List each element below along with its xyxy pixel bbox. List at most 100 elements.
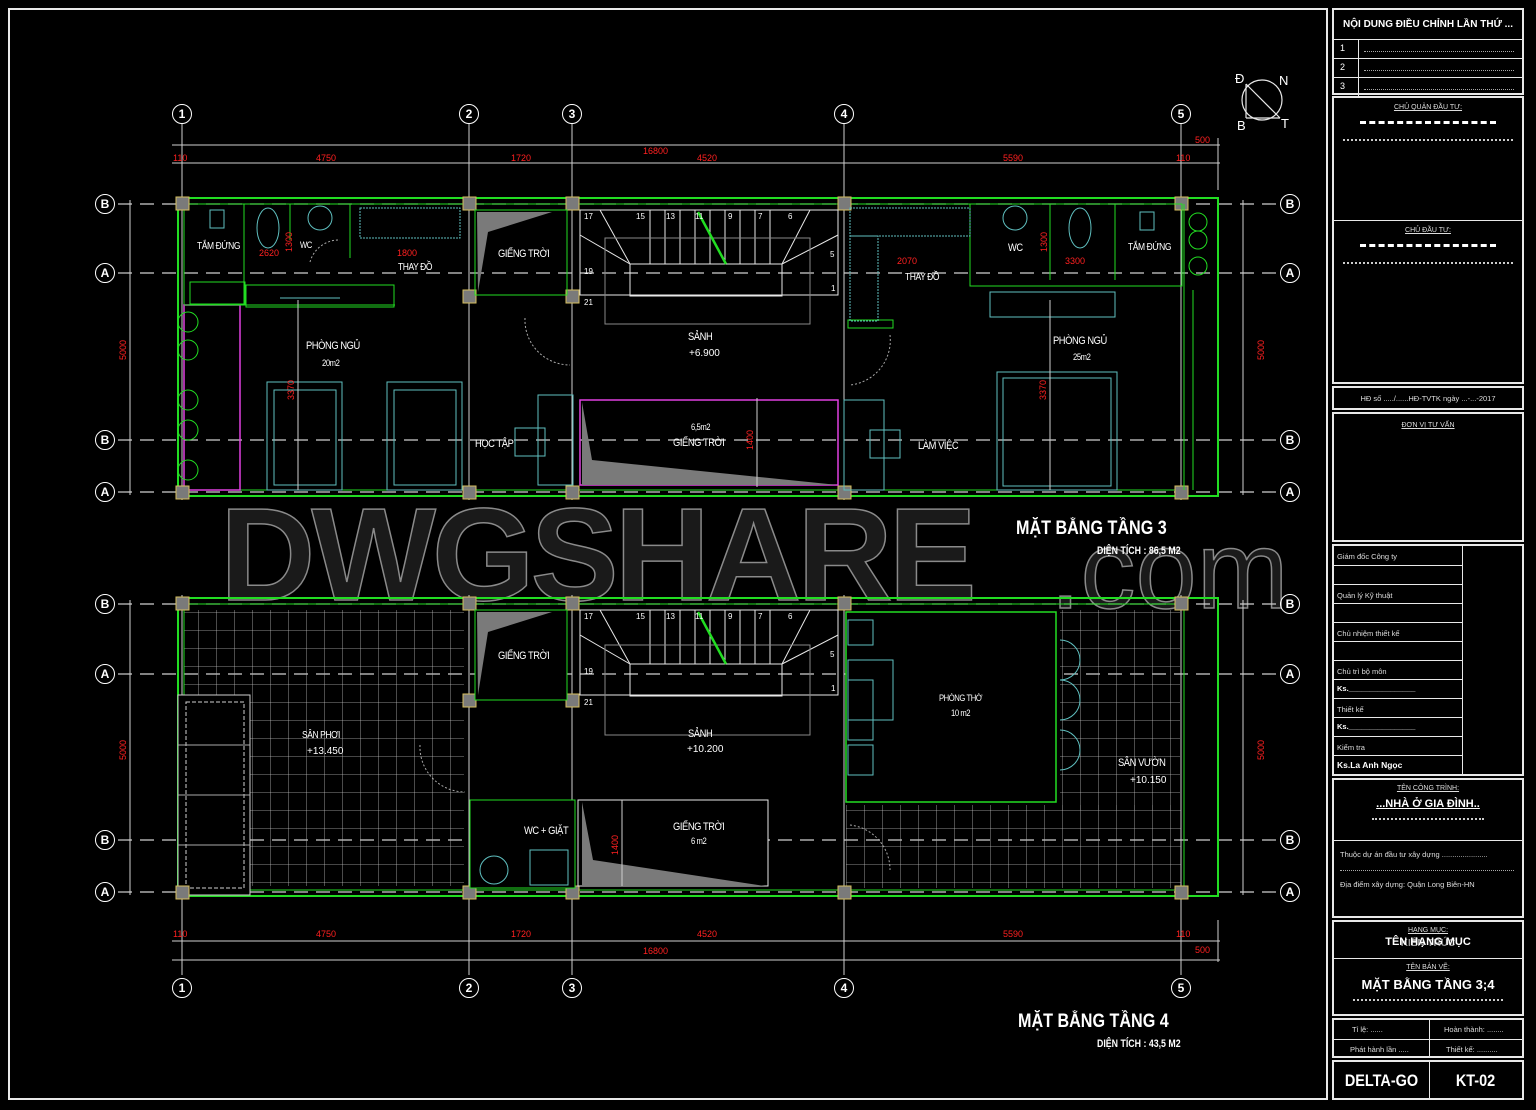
room-drying-yard: SÂN PHƠI [302, 730, 340, 741]
room-work: LÀM VIỆC [918, 440, 959, 452]
sig-name-designer: Ks.________________ [1334, 717, 1462, 736]
dim-4520: 4520 [697, 153, 718, 163]
meta-issue: Phát hành lần ..... [1350, 1045, 1409, 1054]
revision-number: 1 [1340, 43, 1346, 53]
dim-4750: 4750 [316, 153, 337, 163]
room-skylight-mid: GIẾNG TRỜI [673, 437, 725, 449]
dim-500-b: 500 [1195, 945, 1211, 955]
room-skylight-bottom: GIẾNG TRỜI [673, 821, 725, 833]
elevation-lobby-f3: +6.900 [689, 348, 720, 359]
compass-label-b: B [1237, 118, 1246, 133]
sig-role-checker: Kiểm tra [1334, 736, 1462, 755]
revision-row-2: 2 [1334, 58, 1522, 78]
sig-name-director [1334, 565, 1462, 584]
dim-2070: 2070 [897, 256, 918, 266]
grid-row-a2-f3-left: A [95, 482, 115, 502]
grid-row-b-f4-right: B [1280, 594, 1300, 614]
dim-500: 500 [1195, 135, 1211, 145]
dim-1720: 1720 [511, 153, 532, 163]
grid-row-b2-f4-right: B [1280, 830, 1300, 850]
dim-110-right-b: 110 [1176, 929, 1191, 939]
investor-manager-label: CHỦ QUẢN ĐẦU TƯ: [1393, 104, 1463, 111]
room-wc-right: WC [1008, 242, 1023, 254]
dim-5000-f4-left: 5000 [118, 739, 128, 760]
revisions-box: NỘI DUNG ĐIỀU CHỈNH LẦN THỨ ... 1 2 3 [1332, 8, 1524, 97]
consultant-box: ĐƠN VỊ TƯ VẤN [1332, 412, 1524, 542]
project-name: ...NHÀ Ở GIA ĐÌNH.. [1376, 798, 1480, 810]
compass-icon [1241, 79, 1283, 121]
project-label: TÊN CÔNG TRÌNH: [1396, 785, 1460, 792]
svg-text:DWGSHARE: DWGSHARE [220, 481, 973, 628]
dim-4520-b: 4520 [697, 929, 718, 939]
grid-row-b-f4-left: B [95, 594, 115, 614]
meta-box: Tỉ lệ: ...... Hoàn thành: ........ Phát … [1332, 1018, 1524, 1058]
sig-name-dept-head: Ks.________________ [1334, 679, 1462, 698]
grid-row-b2-f4-left: B [95, 830, 115, 850]
revision-number: 3 [1340, 81, 1346, 91]
dim-110-left-b: 110 [173, 929, 188, 939]
room-garden: SÂN VƯỜN [1118, 757, 1166, 769]
grid-row-a-f4-left: A [95, 664, 115, 684]
room-wc-left: WC [300, 240, 312, 250]
grid-row-b2-f3-left: B [95, 430, 115, 450]
room-skylight-mid-area: 6,5m2 [691, 422, 711, 432]
grid-col-1-bottom: 1 [172, 978, 192, 998]
dim-110-left: 110 [173, 153, 188, 163]
step-13-f4: 13 [666, 612, 675, 621]
grid-row-a-f3-right: A [1280, 263, 1300, 283]
room-bedroom-left: PHÒNG NGỦ [306, 340, 360, 352]
sig-role-tech-manager: Quản lý Kỹ thuật [1334, 584, 1462, 603]
room-dressing-left: THAY ĐỒ [398, 262, 433, 273]
room-bedroom-right: PHÒNG NGỦ [1053, 335, 1107, 347]
dim-1400-f4: 1400 [610, 834, 620, 855]
sig-role-designer: Thiết kế [1334, 698, 1462, 717]
grid-col-2-bottom: 2 [459, 978, 479, 998]
dim-1400-f3: 1400 [745, 429, 755, 450]
category-value: TÊN HẠNG MỤC KIẾN TRÚC [1334, 936, 1522, 950]
grid-row-a2-f3-right: A [1280, 482, 1300, 502]
elevation-drying-yard: +13.450 [307, 746, 344, 757]
revisions-header: NỘI DUNG ĐIỀU CHỈNH LẦN THỨ ... [1343, 19, 1513, 30]
dim-3370-left: 3370 [286, 379, 296, 400]
dim-5590-b: 5590 [1003, 929, 1024, 939]
compass-label-t: T [1281, 116, 1289, 131]
code-box: DELTA-GO KT-02 [1332, 1060, 1524, 1100]
dim-5000-f3-right: 5000 [1256, 339, 1266, 360]
investor-box: CHỦ QUẢN ĐẦU TƯ: CHỦ ĐẦU TƯ: [1332, 96, 1524, 384]
dim-5000-f4-right: 5000 [1256, 739, 1266, 760]
floor3-area: DIỆN TÍCH : 86,5 M2 [1097, 545, 1181, 557]
step-11-f3: 11 [695, 212, 704, 221]
step-19-f4: 19 [584, 667, 593, 676]
grid-row-a-f3-left: A [95, 263, 115, 283]
step-21-f3: 21 [584, 298, 593, 307]
sheet-code: KT-02 [1455, 1071, 1496, 1090]
step-7-f4: 7 [758, 612, 763, 621]
sig-role-director: Giám đốc Công ty [1337, 552, 1398, 561]
company-code: DELTA-GO [1344, 1071, 1419, 1090]
dim-1720-b: 1720 [511, 929, 532, 939]
category-name: TÊN HẠNG MỤC [1385, 936, 1471, 948]
step-6-f4: 6 [788, 612, 793, 621]
step-15-f3: 15 [636, 212, 645, 221]
revision-row-3: 3 [1334, 77, 1522, 97]
grid-col-2-top: 2 [459, 104, 479, 124]
step-1-f4: 1 [831, 684, 836, 693]
step-17-f3: 17 [584, 212, 593, 221]
grid-col-5-bottom: 5 [1171, 978, 1191, 998]
project-belongs: Thuộc dự án đầu tư xây dựng ............… [1340, 850, 1488, 859]
sheet-name-box: HẠNG MỤC: TÊN HẠNG MỤC KIẾN TRÚC TÊN BẢN… [1332, 920, 1524, 1016]
step-21-f4: 21 [584, 698, 593, 707]
room-wc-laundry: WC + GIẶT [524, 825, 569, 837]
floor3-title: MẶT BẰNG TẦNG 3 [1016, 518, 1167, 539]
room-altar: PHÒNG THỜ [939, 693, 982, 703]
room-study: HỌC TẬP [475, 438, 514, 450]
grid-row-a-f4-right: A [1280, 664, 1300, 684]
dim-16800: 16800 [643, 146, 669, 156]
revision-row-1: 1 [1334, 39, 1522, 59]
elevation-garden: +10.150 [1130, 775, 1167, 786]
step-1-f3: 1 [831, 284, 836, 293]
title-block: NỘI DUNG ĐIỀU CHỈNH LẦN THỨ ... 1 2 3 CH… [1330, 8, 1526, 1100]
sheet-name-value: MẶT BẰNG TẦNG 3;4 [1361, 977, 1495, 992]
grid-row-b-f3-right: B [1280, 194, 1300, 214]
step-19-f3: 19 [584, 267, 593, 276]
